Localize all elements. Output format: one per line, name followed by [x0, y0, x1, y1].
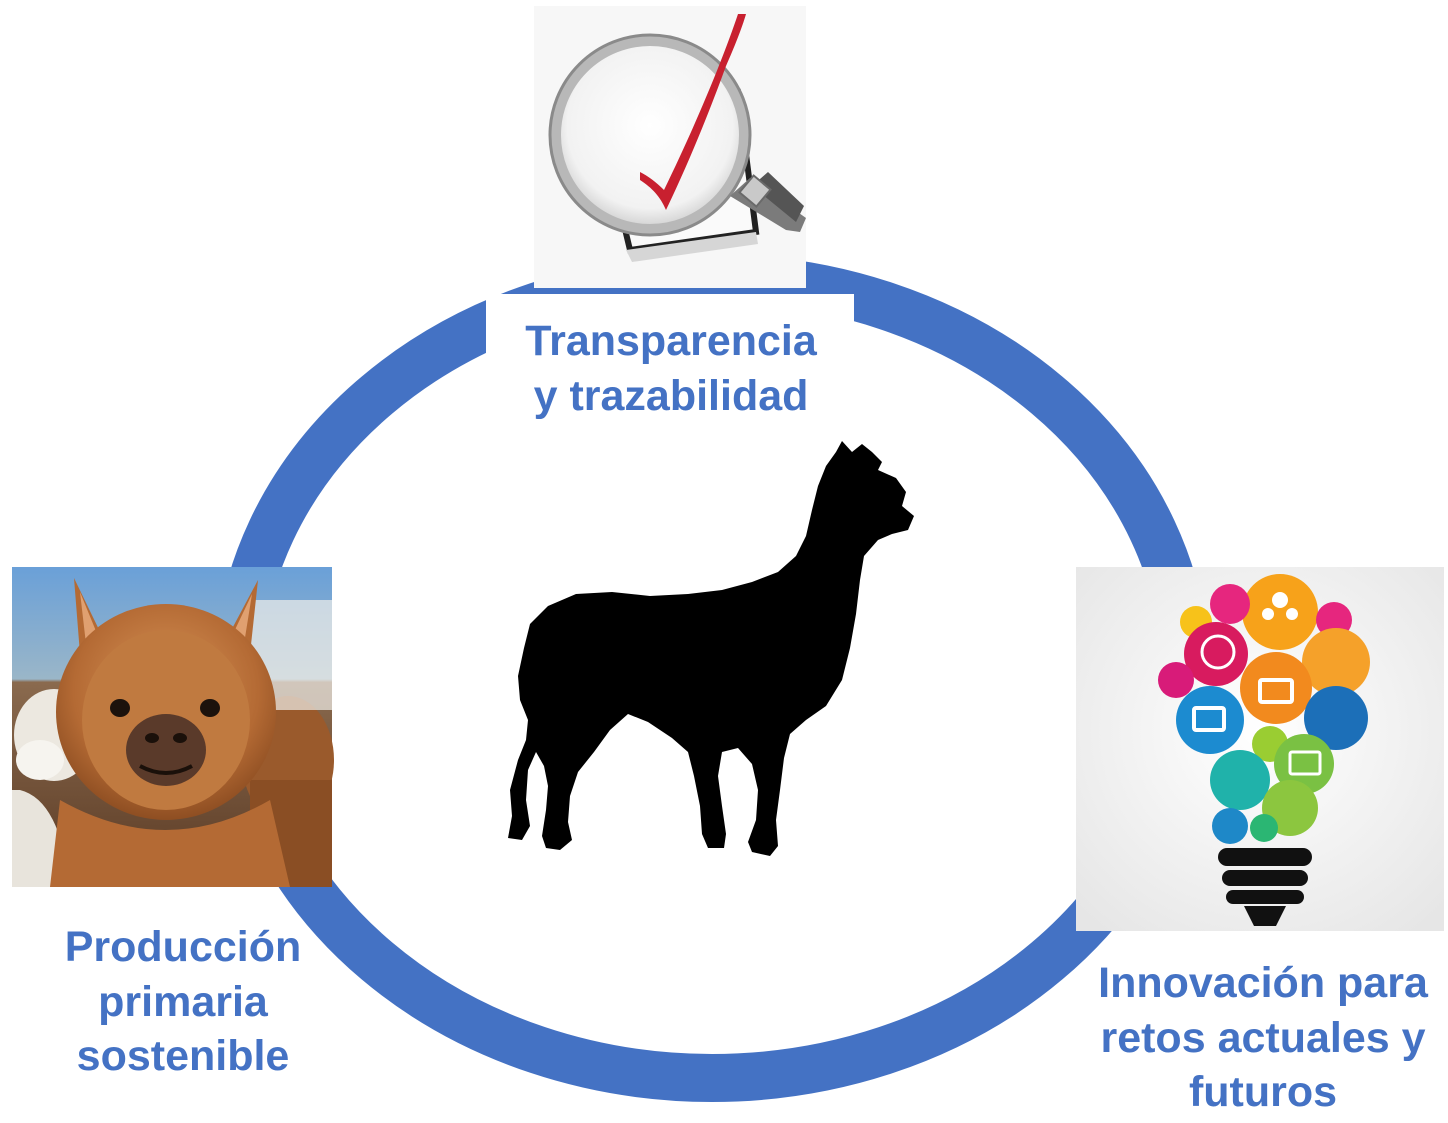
- label-transparency: Transparencia y trazabilidad: [490, 314, 852, 423]
- label-transparency-line-1: Transparencia: [525, 317, 817, 365]
- top-label-backing: [486, 294, 854, 432]
- label-transparency-line-2: y trazabilidad: [533, 371, 809, 420]
- transparency-image: [534, 6, 806, 288]
- label-innovation: Innovación para retos actuales y futuros: [1078, 956, 1448, 1120]
- production-image: [12, 567, 334, 887]
- label-innovation-line-3: futuros: [1188, 1068, 1338, 1117]
- label-production-line-3: sostenible: [76, 1032, 290, 1081]
- innovation-image: [1076, 567, 1444, 931]
- label-production-line-1: Producción: [64, 923, 302, 971]
- label-production-line-2: primaria: [98, 977, 268, 1026]
- alpaca-silhouette-icon: [508, 441, 914, 856]
- alpaca-photo: [12, 578, 334, 887]
- magnifier-checkmark-icon: [548, 14, 806, 262]
- label-innovation-line-1: Innovación para: [1098, 959, 1428, 1007]
- label-innovation-line-2: retos actuales y: [1100, 1013, 1426, 1062]
- label-production: Producción primaria sostenible: [18, 920, 348, 1084]
- lightbulb-icons-icon: [1158, 574, 1370, 926]
